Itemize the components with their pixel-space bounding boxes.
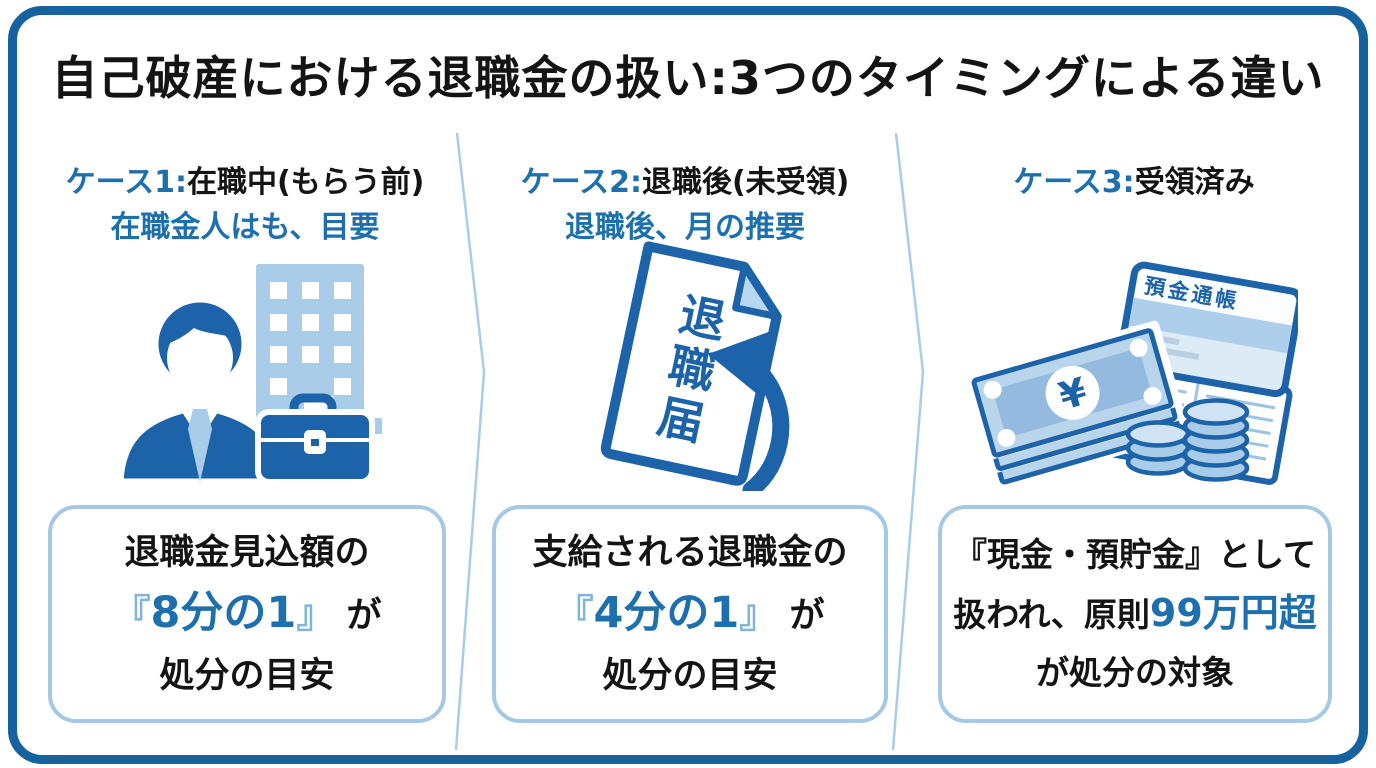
briefcase bbox=[255, 393, 375, 485]
case2-subtitle: 退職後、月の推要 bbox=[565, 210, 805, 245]
close-bracket: 』 bbox=[739, 591, 778, 636]
case3-header: ケース3:受領済み bbox=[912, 160, 1356, 205]
close-bracket: 』 bbox=[296, 591, 335, 636]
curved-arrow-icon bbox=[708, 330, 790, 499]
case1-timing: 在職中(もらう前) bbox=[186, 165, 425, 200]
case3-line2-prefix: 扱われ、原則 bbox=[953, 595, 1150, 634]
case3-result-line2: 扱われ、原則99万円超 bbox=[953, 584, 1317, 644]
case3-icon-area: 預金通帳 ¥ bbox=[958, 258, 1304, 492]
case1-subtitle: 在職金人はも、目要 bbox=[110, 210, 380, 245]
case1-label: ケース1: bbox=[65, 165, 187, 200]
case2-tail: が bbox=[777, 595, 825, 636]
case2-header: ケース2:退職後(未受領) 退職後、月の推要 bbox=[468, 160, 902, 250]
case3-result-line3: が処分の対象 bbox=[1036, 653, 1234, 692]
column-divider-1 bbox=[454, 132, 486, 751]
businessman-building-icon bbox=[116, 264, 382, 486]
case1-tail: が bbox=[334, 595, 382, 636]
case1-result-line3: 処分の目安 bbox=[159, 655, 335, 696]
case2-result-line3: 処分の目安 bbox=[602, 655, 778, 696]
resignation-letter-icon: 退 職 届 bbox=[600, 241, 790, 499]
page-title: 自己破産における退職金の扱い:3つのタイミングによる違い bbox=[51, 51, 1325, 105]
case2-result-line1: 支給される退職金の bbox=[532, 532, 848, 573]
case3-amount: 99万円超 bbox=[1149, 591, 1317, 635]
resignation-document: 退 職 届 bbox=[600, 241, 782, 486]
document-char-1: 退 bbox=[675, 287, 731, 349]
case3-timing: 受領済み bbox=[1134, 165, 1255, 200]
case1-icon-area bbox=[108, 252, 388, 486]
case1-header: ケース1:在職中(もらう前) 在職金人はも、目要 bbox=[28, 160, 462, 250]
column-divider-2 bbox=[891, 132, 925, 751]
businessman bbox=[116, 295, 284, 486]
coin-stacks bbox=[1125, 398, 1250, 482]
case2-timing: 退職後(未受領) bbox=[641, 165, 850, 200]
case3-result-box: 『現金・預貯金』として 扱われ、原則99万円超 が処分の対象 bbox=[938, 505, 1332, 723]
open-bracket: 『 bbox=[555, 591, 594, 636]
document-char-3: 届 bbox=[653, 389, 709, 451]
case2-fraction: 4分の1 bbox=[593, 587, 740, 638]
case3-label: ケース3: bbox=[1013, 165, 1135, 200]
case1-result-line1: 退職金見込額の bbox=[124, 532, 370, 573]
case2-label: ケース2: bbox=[520, 165, 642, 200]
document-char-2: 職 bbox=[664, 338, 720, 400]
open-bracket: 『 bbox=[112, 591, 151, 636]
case1-result-line2: 『8分の1』 が bbox=[112, 583, 381, 646]
case2-icon-area: 退 職 届 bbox=[562, 236, 822, 499]
office-building bbox=[256, 264, 382, 434]
case1-result-box: 退職金見込額の 『8分の1』 が 処分の目安 bbox=[48, 505, 446, 723]
case2-result-box: 支給される退職金の 『4分の1』 が 処分の目安 bbox=[492, 505, 888, 723]
case1-fraction: 8分の1 bbox=[150, 587, 297, 638]
case2-result-line2: 『4分の1』 が bbox=[555, 583, 824, 646]
cash-passbook-icon: 預金通帳 ¥ bbox=[962, 261, 1304, 491]
case3-result-line1: 『現金・預貯金』として bbox=[953, 535, 1316, 574]
